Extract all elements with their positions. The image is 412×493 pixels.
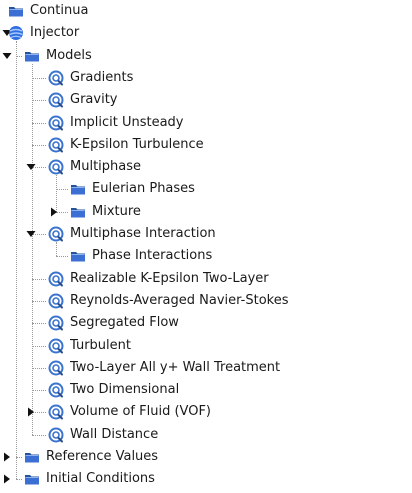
folder-icon bbox=[70, 248, 86, 264]
collapse-arrow-icon[interactable] bbox=[1, 50, 13, 62]
tree-item-label: Two-Layer All y+ Wall Treatment bbox=[70, 360, 281, 375]
tree-connector-horizontal bbox=[56, 256, 68, 257]
tree-item-label: Gravity bbox=[70, 92, 118, 107]
model-icon bbox=[48, 70, 64, 86]
tree-connector-horizontal bbox=[32, 167, 46, 168]
tree-item-label: Multiphase Interaction bbox=[70, 226, 216, 241]
tree-item-injector[interactable]: Injector bbox=[0, 22, 412, 44]
tree-item-phase-interactions[interactable]: Phase Interactions bbox=[0, 245, 412, 267]
folder-icon bbox=[24, 449, 40, 465]
tree-item-label: Volume of Fluid (VOF) bbox=[70, 404, 211, 419]
tree-item-label: Segregated Flow bbox=[70, 315, 179, 330]
tree-item-turbulent[interactable]: Turbulent bbox=[0, 335, 412, 357]
expand-arrow-icon[interactable] bbox=[1, 473, 13, 485]
tree-connector-horizontal bbox=[16, 479, 22, 480]
model-icon bbox=[48, 315, 64, 331]
globe-icon bbox=[8, 25, 24, 41]
tree-item-label: Phase Interactions bbox=[92, 248, 213, 263]
tree-connector-horizontal bbox=[32, 145, 46, 146]
model-icon bbox=[48, 92, 64, 108]
tree-item-label: Mixture bbox=[92, 204, 141, 219]
tree-connector-horizontal bbox=[56, 189, 68, 190]
tree-item-label: Reynolds-Averaged Navier-Stokes bbox=[70, 293, 289, 308]
collapse-arrow-icon[interactable] bbox=[25, 228, 37, 240]
tree-connector-vertical bbox=[56, 242, 57, 256]
tree-connector-vertical bbox=[16, 41, 17, 479]
tree-item-gravity[interactable]: Gravity bbox=[0, 89, 412, 111]
tree-item-k-epsilon-turbulence[interactable]: K-Epsilon Turbulence bbox=[0, 134, 412, 156]
tree-item-mixture[interactable]: Mixture bbox=[0, 201, 412, 223]
tree-connector-horizontal bbox=[16, 457, 22, 458]
tree-item-label: Multiphase bbox=[70, 159, 142, 174]
expand-arrow-icon[interactable] bbox=[25, 406, 37, 418]
tree-item-reference-values[interactable]: Reference Values bbox=[0, 446, 412, 468]
model-icon bbox=[48, 338, 64, 354]
tree-item-label: Wall Distance bbox=[70, 427, 159, 442]
collapse-arrow-icon[interactable] bbox=[25, 161, 37, 173]
tree-connector-horizontal bbox=[32, 279, 46, 280]
tree-item-label: Implicit Unsteady bbox=[70, 115, 184, 130]
tree-item-wall-distance[interactable]: Wall Distance bbox=[0, 424, 412, 446]
model-icon bbox=[48, 271, 64, 287]
model-icon bbox=[48, 115, 64, 131]
tree-item-label: Gradients bbox=[70, 70, 134, 85]
tree-item-multiphase[interactable]: Multiphase bbox=[0, 156, 412, 178]
tree-connector-horizontal bbox=[16, 56, 22, 57]
tree-item-label: Initial Conditions bbox=[46, 471, 155, 486]
tree-item-initial-conditions[interactable]: Initial Conditions bbox=[0, 468, 412, 490]
expand-arrow-icon[interactable] bbox=[1, 451, 13, 463]
tree-item-label: Injector bbox=[30, 25, 80, 40]
tree-item-two-dimensional[interactable]: Two Dimensional bbox=[0, 379, 412, 401]
tree-connector-horizontal bbox=[32, 100, 46, 101]
tree-item-volume-of-fluid-vof[interactable]: Volume of Fluid (VOF) bbox=[0, 401, 412, 423]
model-icon bbox=[48, 159, 64, 175]
tree-item-two-layer-all-y-wall-treatment[interactable]: Two-Layer All y+ Wall Treatment bbox=[0, 357, 412, 379]
tree-item-gradients[interactable]: Gradients bbox=[0, 67, 412, 89]
folder-icon bbox=[8, 3, 24, 19]
tree-connector-horizontal bbox=[32, 346, 46, 347]
tree-item-label: Continua bbox=[30, 3, 89, 18]
tree-item-segregated-flow[interactable]: Segregated Flow bbox=[0, 312, 412, 334]
tree-connector-vertical bbox=[32, 64, 33, 435]
tree-item-implicit-unsteady[interactable]: Implicit Unsteady bbox=[0, 112, 412, 134]
tree-item-label: Reference Values bbox=[46, 449, 159, 464]
tree-connector-horizontal bbox=[32, 323, 46, 324]
folder-icon bbox=[24, 48, 40, 64]
model-icon bbox=[48, 360, 64, 376]
model-icon bbox=[48, 404, 64, 420]
tree-connector-horizontal bbox=[32, 435, 46, 436]
tree-connector-horizontal bbox=[32, 301, 46, 302]
tree-item-label: Turbulent bbox=[70, 338, 131, 353]
tree-item-realizable-k-epsilon-two-layer[interactable]: Realizable K-Epsilon Two-Layer bbox=[0, 268, 412, 290]
tree-item-label: Models bbox=[46, 48, 92, 63]
tree-item-eulerian-phases[interactable]: Eulerian Phases bbox=[0, 178, 412, 200]
tree-item-label: Two Dimensional bbox=[70, 382, 180, 397]
expand-arrow-icon[interactable] bbox=[48, 206, 60, 218]
tree-connector-horizontal bbox=[56, 212, 68, 213]
tree-item-continua[interactable]: Continua bbox=[0, 0, 412, 22]
tree-connector-horizontal bbox=[32, 368, 46, 369]
folder-icon bbox=[70, 181, 86, 197]
model-icon bbox=[48, 427, 64, 443]
tree-item-label: Eulerian Phases bbox=[92, 181, 195, 196]
tree-item-multiphase-interaction[interactable]: Multiphase Interaction bbox=[0, 223, 412, 245]
model-icon bbox=[48, 137, 64, 153]
tree-connector-horizontal bbox=[32, 412, 46, 413]
tree-connector-horizontal bbox=[32, 78, 46, 79]
model-icon bbox=[48, 382, 64, 398]
tree-connector-vertical bbox=[56, 175, 57, 212]
tree-connector-horizontal bbox=[32, 123, 46, 124]
tree-item-models[interactable]: Models bbox=[0, 45, 412, 67]
model-icon bbox=[48, 293, 64, 309]
model-icon bbox=[48, 226, 64, 242]
folder-icon bbox=[70, 204, 86, 220]
tree-connector-horizontal bbox=[32, 390, 46, 391]
tree-connector-horizontal bbox=[32, 234, 46, 235]
tree-item-label: K-Epsilon Turbulence bbox=[70, 137, 204, 152]
tree-item-label: Realizable K-Epsilon Two-Layer bbox=[70, 271, 269, 286]
tree-item-reynolds-averaged-navier-stokes[interactable]: Reynolds-Averaged Navier-Stokes bbox=[0, 290, 412, 312]
folder-icon bbox=[24, 471, 40, 487]
